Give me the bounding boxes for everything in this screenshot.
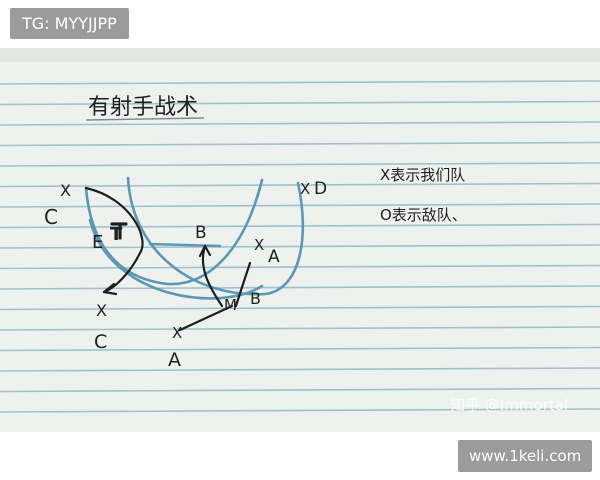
label-a-right: A (268, 247, 280, 267)
rule-line (0, 305, 600, 311)
cross-line (148, 242, 222, 248)
zhihu-watermark: 知乎 @Immortal (450, 396, 568, 414)
rule-line (0, 285, 600, 290)
player-paths (84, 186, 252, 332)
rule-line (0, 162, 600, 167)
rule-line (0, 326, 600, 331)
site-label: www.1keli.com (458, 440, 593, 472)
legend-enemy-team: O表示敌队、 (380, 206, 467, 224)
label-x-a-bottom: X (172, 324, 182, 342)
label-x-left: X (96, 301, 107, 320)
label-x-a-top: X (254, 236, 264, 254)
a-pass-line (178, 304, 234, 332)
label-b-top: B (195, 223, 207, 243)
rule-line (0, 141, 600, 147)
rule-line (0, 100, 600, 106)
outer-arc (126, 176, 305, 296)
label-b-bottom: B (250, 289, 261, 308)
label-c-bottom: C (94, 331, 107, 353)
lower-arc (88, 218, 264, 300)
t-marker-stroke (110, 222, 128, 240)
label-a-bottom: A (168, 349, 181, 371)
b-arrow-head (198, 244, 212, 258)
note-title: 有射手战术 (88, 95, 198, 120)
rule-line (0, 387, 600, 393)
label-c-top: C (44, 205, 58, 229)
rule-line (0, 408, 600, 413)
legend-our-team: X表示我们队 (380, 166, 465, 184)
label-m: M (224, 296, 237, 314)
b-run-path (201, 244, 224, 308)
label-x-top: X (60, 181, 71, 200)
rule-line (0, 203, 600, 208)
rule-line (0, 121, 600, 126)
ruled-lines (0, 80, 600, 413)
rule-line (0, 80, 600, 85)
rule-line (0, 182, 600, 188)
rule-line (0, 223, 600, 229)
label-d: D (314, 179, 327, 199)
a-run-path (234, 261, 252, 308)
label-e: E (92, 232, 103, 253)
label-x-d: X (300, 180, 310, 198)
notebook-photo: 有射手战术 X表示我们队 O表示敌队、 C X E T B X A X D X … (0, 48, 600, 432)
rule-line (0, 264, 600, 270)
court-curves (84, 176, 305, 300)
c-run-arc (84, 186, 144, 294)
c-arrow-head (102, 282, 118, 296)
tg-tag: TG: MYYJJPP (10, 8, 129, 39)
label-t-marker: T (110, 224, 123, 245)
rule-line (0, 367, 600, 372)
rule-line (0, 244, 600, 249)
inner-arc (84, 178, 264, 286)
rule-line (0, 346, 600, 352)
